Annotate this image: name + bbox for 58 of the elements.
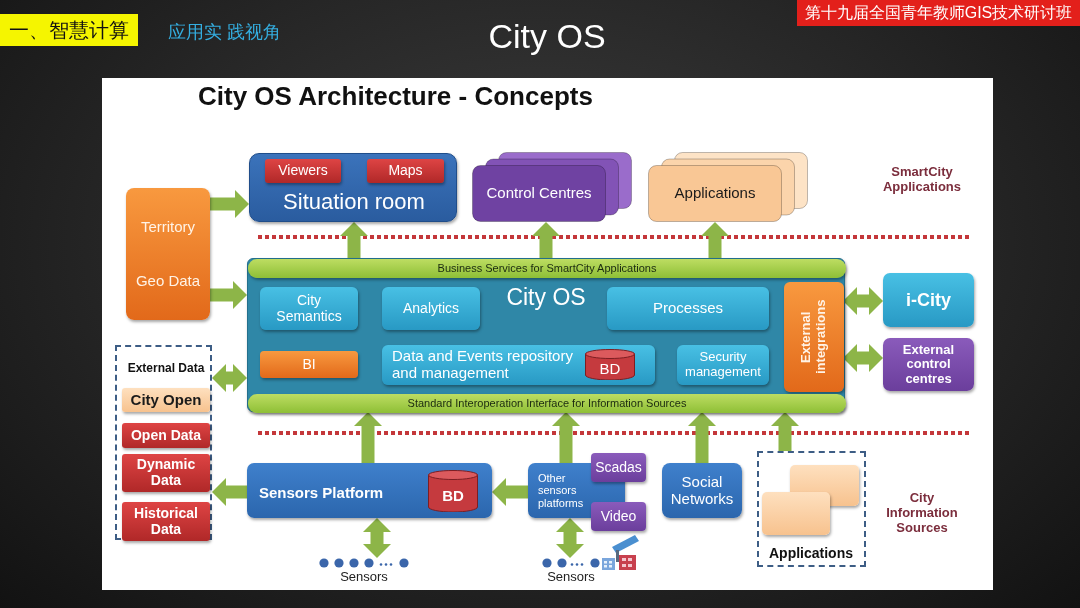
source-box: Video (591, 502, 646, 531)
section-tag: 一、智慧计算 (0, 14, 138, 46)
platform-label: Sensors Platform (259, 484, 384, 502)
block-arrow (210, 190, 249, 218)
system-box: i-City (883, 273, 974, 327)
module-box: Analytics (382, 287, 480, 330)
group-title: Applications (769, 546, 853, 562)
subtitle-text: 应用实 践视角 (168, 21, 281, 43)
platform-box: Social Networks (662, 463, 742, 518)
block-arrow (354, 412, 382, 463)
block-arrow (340, 222, 368, 258)
data-box: Dynamic Data (122, 454, 210, 492)
platform-panel (247, 258, 845, 412)
source-box: Scadas (591, 453, 646, 482)
panel-title: Situation room (283, 189, 425, 215)
room-panel (249, 153, 457, 222)
module-box: City Semantics (260, 287, 358, 330)
block-arrow (492, 478, 528, 506)
layer-label: SmartCity Applications (882, 165, 962, 195)
integration-bar: External integrations (784, 282, 844, 392)
data-box: City Open (122, 388, 210, 412)
event-banner: 第十九届全国青年教师GIS技术研讨班 (797, 0, 1080, 26)
service-band: Business Services for SmartCity Applications (248, 259, 846, 278)
sensor-label: Sensors (340, 570, 388, 585)
block-arrow (771, 412, 799, 451)
group-title: External Data (127, 362, 205, 376)
panel-title: City OS (506, 285, 586, 311)
data-box: Historical Data (122, 502, 210, 541)
block-arrow (688, 412, 716, 463)
slide-title: City OS (488, 17, 606, 57)
block-arrow (701, 222, 729, 258)
layer-label: City Information Sources (885, 490, 959, 536)
dashed-group (115, 345, 212, 540)
module-box: Processes (607, 287, 769, 330)
diagram-title: City OS Architecture - Concepts (198, 82, 593, 112)
service-band: Standard Interoperation Interface for Information Sources (248, 394, 846, 413)
system-box: External control centres (883, 338, 974, 391)
platform-box (247, 463, 492, 518)
double-arrow (843, 344, 883, 372)
block-arrow (552, 412, 580, 463)
app-box (762, 492, 830, 535)
double-arrow (843, 287, 883, 315)
double-arrow (212, 364, 247, 392)
data-box: Open Data (122, 423, 210, 448)
block-arrow (212, 478, 247, 506)
module-box: Security management (677, 345, 769, 385)
double-arrow (556, 518, 584, 558)
label-chip: Viewers (265, 159, 341, 183)
module-box: BI (260, 351, 358, 378)
module-label: Data and Events repository and management (392, 348, 574, 382)
block-arrow (210, 281, 247, 309)
double-arrow (363, 518, 391, 558)
dashed-group (757, 451, 866, 567)
module-box (382, 345, 655, 385)
label-chip: Maps (367, 159, 444, 183)
data-box: Territory Geo Data (126, 188, 210, 320)
sensor-label: Sensors (547, 570, 595, 585)
block-arrow (532, 222, 560, 258)
